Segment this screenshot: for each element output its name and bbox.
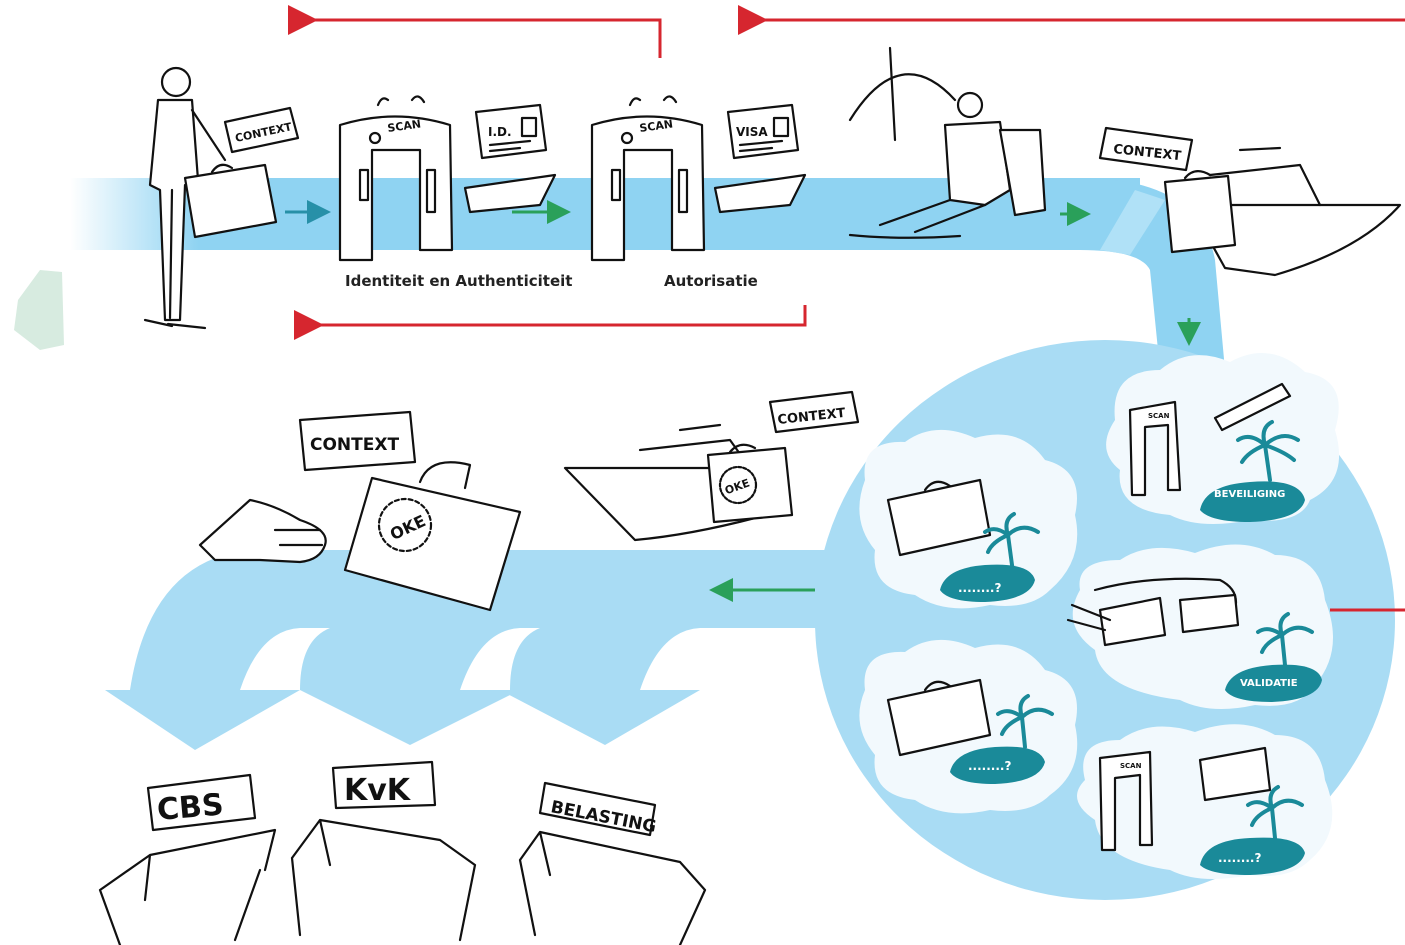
businessman-figure	[143, 66, 278, 330]
flow-band-bottom	[105, 550, 860, 750]
cloud-unknown-1: ........?	[859, 429, 1078, 609]
context-tag-3-text: CONTEXT	[777, 406, 846, 428]
context-tag-1: CONTEXT	[223, 106, 300, 154]
visa-card-text: VISA	[736, 125, 768, 139]
stage-authorization-label: Autorisatie	[664, 272, 758, 290]
island-unknown-3-label: ........?	[1218, 851, 1261, 865]
destination-cbs-label: CBS	[156, 787, 225, 828]
flow-arrows	[285, 200, 1201, 602]
island-unknown-2-label: ........?	[968, 759, 1011, 773]
red-return-arrows	[288, 5, 1405, 612]
scanner-2-label: SCAN	[639, 117, 674, 135]
cloud-unknown-2: ........?	[859, 639, 1078, 814]
stage-identity-label: Identiteit en Authenticiteit	[345, 272, 572, 290]
beach-relax-figure	[848, 46, 1047, 239]
cloud-unknown-3-scan: SCAN	[1120, 762, 1142, 770]
scanner-1-label: SCAN	[387, 117, 422, 135]
destination-belasting: BELASTING	[518, 781, 707, 945]
cloud-security: SCAN BEVEILIGING	[1106, 353, 1340, 524]
context-tag-2-text: CONTEXT	[1113, 142, 1182, 164]
receiving-hand	[198, 498, 327, 564]
island-unknown-1-label: ........?	[958, 581, 1001, 595]
context-tag-4: CONTEXT	[298, 410, 417, 472]
ship-top	[1163, 146, 1402, 277]
approved-briefcase: OKE	[343, 461, 522, 612]
scanner-gate-1: SCAN	[338, 95, 454, 262]
context-tag-3: CONTEXT	[768, 390, 860, 434]
cloud-unknown-3: SCAN ........?	[1077, 724, 1333, 879]
id-card-briefcase: I.D.	[463, 103, 557, 214]
cloud-security-scan: SCAN	[1148, 412, 1170, 420]
context-tag-4-text: CONTEXT	[310, 435, 399, 455]
visa-card-briefcase: VISA	[713, 103, 807, 214]
context-tag-2: CONTEXT	[1098, 126, 1194, 172]
scanner-gate-2: SCAN	[590, 95, 706, 262]
cloud-validation: VALIDATIE	[1066, 544, 1333, 709]
leaf-decoration	[14, 270, 64, 350]
destination-kvk-label: KvK	[344, 773, 412, 808]
destination-cbs: CBS	[98, 773, 277, 945]
destination-kvk: KvK	[290, 760, 477, 942]
island-security-label: BEVEILIGING	[1214, 489, 1285, 500]
ship-bottom: OKE	[563, 423, 794, 542]
id-card-text: I.D.	[488, 125, 512, 139]
island-validation-label: VALIDATIE	[1240, 678, 1298, 689]
